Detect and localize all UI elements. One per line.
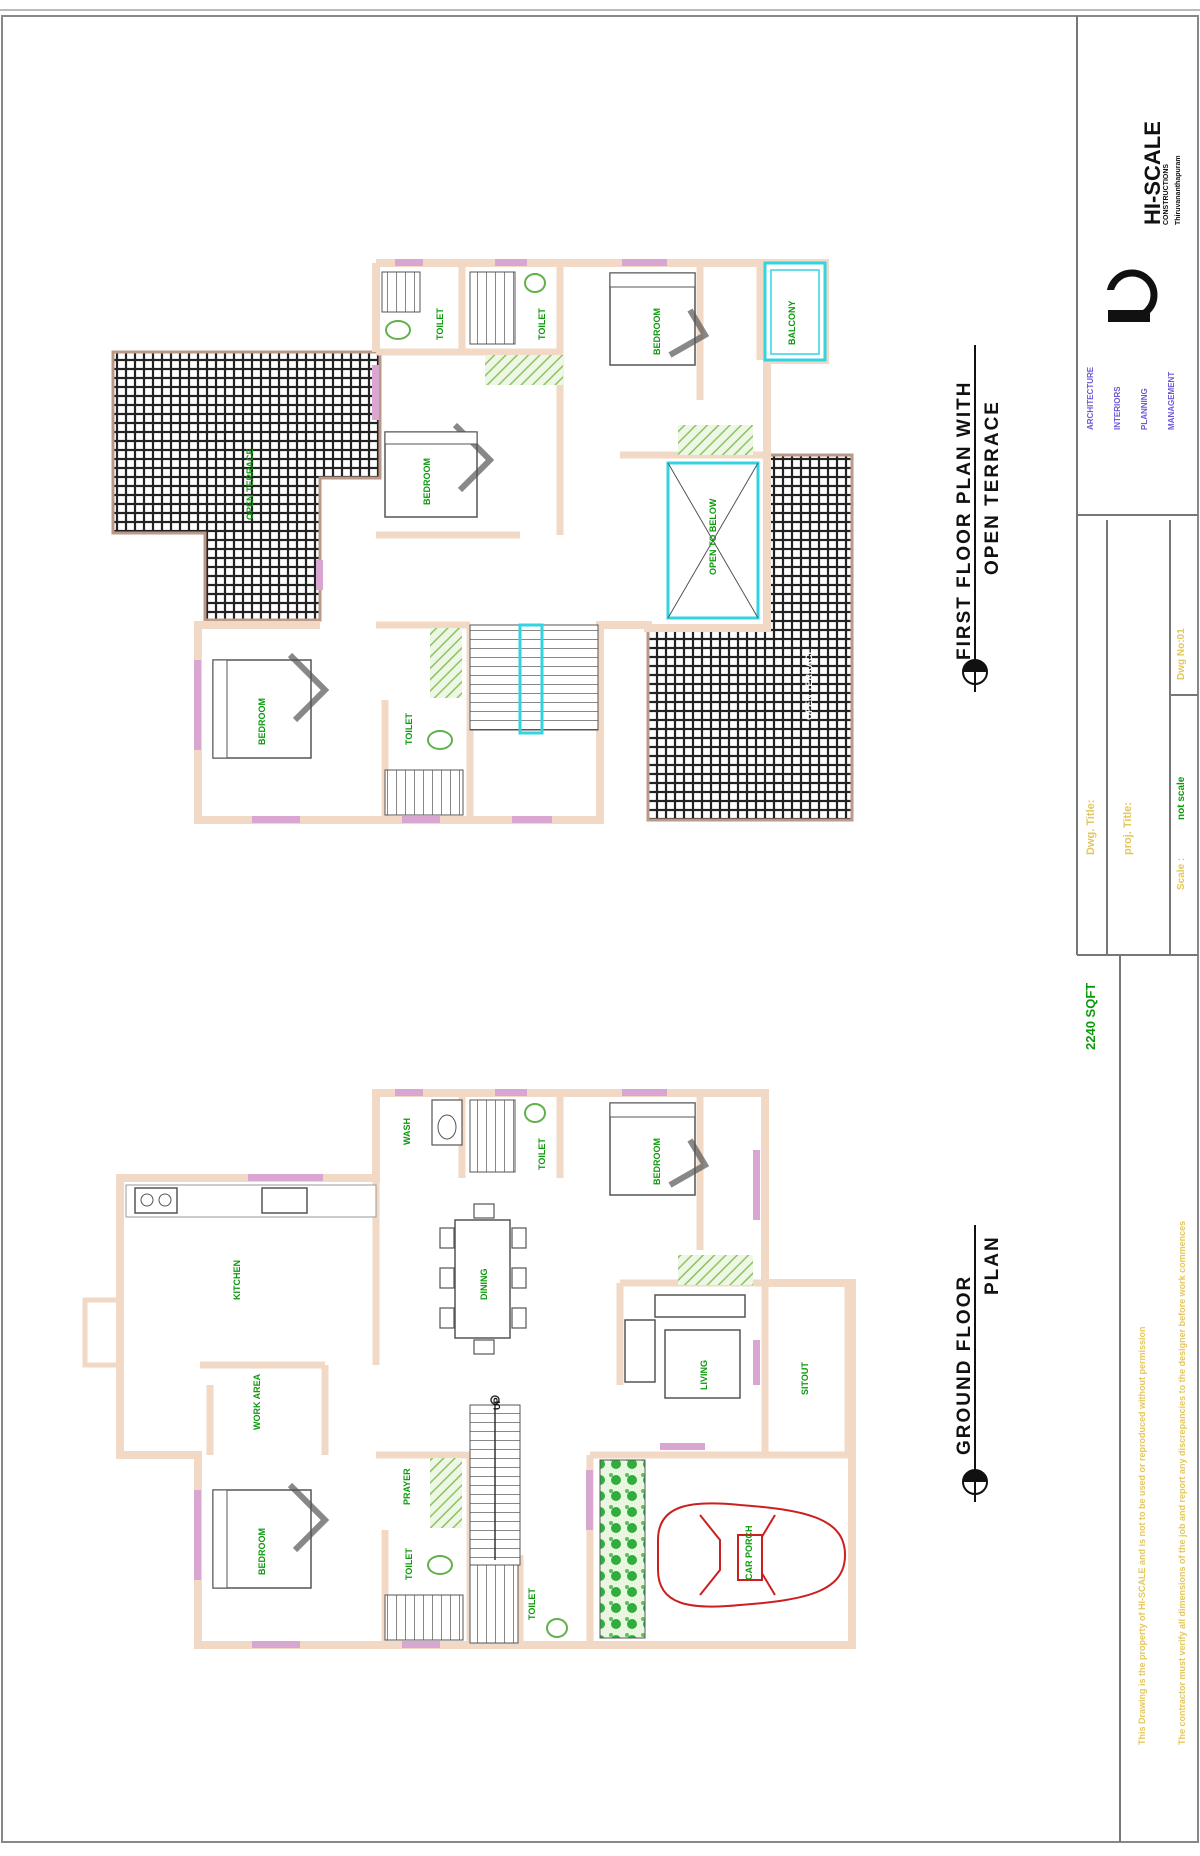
company-sub1: CONSTRUCTIONS — [1163, 164, 1170, 225]
gf-kitchen: KITCHEN — [232, 1260, 242, 1300]
sheet-border — [1, 15, 1199, 1843]
dwg-number: Dwg No:01 — [1176, 628, 1187, 680]
gf-toilet-b: TOILET — [404, 1548, 414, 1580]
title-block — [1076, 16, 1198, 1842]
company-logo — [1100, 269, 1158, 322]
open-terrace-left — [111, 350, 382, 622]
ff-open-to-below: OPEN TO BELOW — [708, 498, 718, 575]
ff-bedroom-a: BEDROOM — [422, 458, 432, 505]
gf-dining: DINING — [479, 1269, 489, 1301]
scale-label: Scale : — [1176, 858, 1187, 890]
ff-open-terrace-right: OPEN TERRACE — [804, 648, 814, 720]
first-floor-subtitle: OPEN TERRACE — [982, 400, 1003, 575]
proj-title-label: proj. Title: — [1122, 802, 1134, 855]
company-name: HI-SCALE — [1140, 121, 1165, 225]
ff-toilet-b: TOILET — [537, 308, 547, 340]
car-icon — [657, 1502, 847, 1608]
service-architecture: ARCHITECTURE — [1086, 366, 1095, 430]
scale-value: not scale — [1176, 776, 1187, 820]
ff-toilet-c: TOILET — [404, 713, 414, 745]
gf-sitout: SITOUT — [800, 1362, 810, 1395]
first-floor-plan — [111, 259, 854, 824]
gf-wash: WASH — [402, 1118, 412, 1145]
note-1: This Drawing is the property of HI-SCALE… — [1137, 1326, 1147, 1745]
gf-bedroom-b: BEDROOM — [257, 1528, 267, 1575]
gf-prayer: PRAYER — [402, 1468, 412, 1505]
gf-living: LIVING — [699, 1360, 709, 1390]
gf-bedroom-a: BEDROOM — [652, 1138, 662, 1185]
service-planning: PLANNING — [1140, 388, 1149, 430]
north-symbol-first — [962, 652, 988, 692]
dwg-title-label: Dwg. Title: — [1085, 800, 1097, 855]
ff-balcony: BALCONY — [787, 301, 797, 346]
area-label: 2240 SQFT — [1083, 983, 1098, 1050]
note-2: The contractor must verify all dimension… — [1177, 1221, 1187, 1745]
service-interiors: INTERIORS — [1113, 386, 1122, 430]
first-floor-title: FIRST FLOOR PLAN WITH — [954, 381, 975, 660]
service-management: MANAGEMENT — [1167, 372, 1176, 430]
ground-floor-title: GROUND FLOOR — [954, 1275, 975, 1455]
ff-toilet-a: TOILET — [435, 308, 445, 340]
gf-work-area: WORK AREA — [252, 1373, 262, 1430]
gf-stair-up: UP — [492, 1397, 502, 1410]
ground-floor-subtitle: PLAN — [982, 1235, 1003, 1295]
gf-toilet-a: TOILET — [537, 1138, 547, 1170]
company-sub2: Thiruvananthapuram — [1175, 155, 1182, 225]
north-symbol-ground — [962, 1462, 988, 1502]
ff-bedroom-c: BEDROOM — [257, 698, 267, 745]
gf-toilet-c: TOILET — [527, 1588, 537, 1620]
gf-car-porch: CAR PORCH — [744, 1525, 754, 1580]
ff-open-terrace-left: OPEN TERRACE — [245, 448, 255, 520]
ff-bedroom-b: BEDROOM — [652, 308, 662, 355]
ground-floor-plan — [82, 1089, 856, 1649]
